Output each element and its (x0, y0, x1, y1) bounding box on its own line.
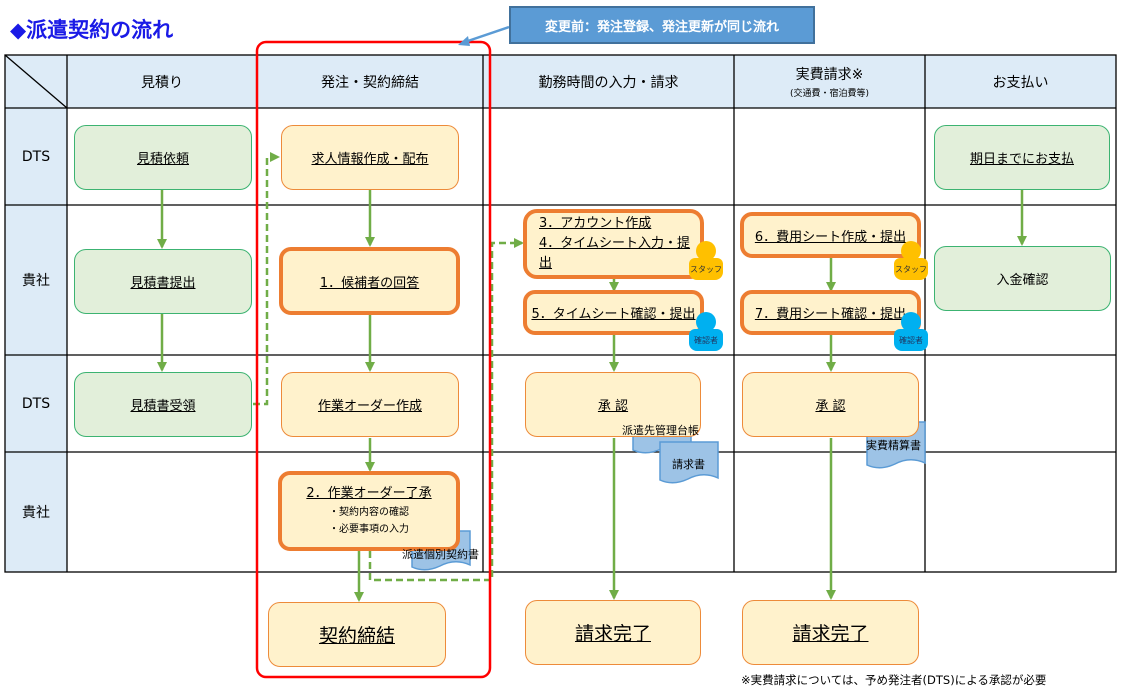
dashed-connectors (253, 152, 524, 582)
box-timesheet-check[interactable]: 5．タイムシート確認・提出 (523, 290, 704, 335)
candidate-reply-label[interactable]: 1．候補者の回答 (319, 275, 420, 291)
box-estimate-receive[interactable]: 見積書受領 (74, 372, 252, 437)
estimate-request-label[interactable]: 見積依頼 (136, 152, 189, 167)
box-contract[interactable]: 契約締結 (268, 602, 446, 667)
header-expense-sub: (交通費・宿泊費等) (789, 89, 870, 99)
order-accept-bullet-1: ・契約内容の確認 (329, 507, 409, 518)
box-estimate-request[interactable]: 見積依頼 (74, 125, 252, 190)
lane-client-2: 貴社 (22, 505, 50, 521)
doc-dispatch-ledger-label: 派遣先管理台帳 (622, 424, 699, 437)
checker-role-label: 確認者 (689, 329, 723, 351)
payment-confirm-label: 入金確認 (996, 273, 1049, 288)
header-order-label: 発注・契約締結 (321, 74, 419, 91)
header-row-bg (5, 55, 1116, 108)
billing-done-work-label[interactable]: 請求完了 (574, 623, 651, 645)
doc-individual-contract-label: 派遣個別契約書 (402, 548, 479, 561)
box-candidate-reply[interactable]: 1．候補者の回答 (279, 247, 460, 315)
doc-invoice (659, 441, 719, 484)
footnote: ※実費請求については、予め発注者(DTS)による承認が必要 (741, 673, 1047, 687)
header-estimate-label: 見積り (141, 74, 183, 91)
header-estimate: 見積り (67, 55, 257, 108)
approve-work-label[interactable]: 承 認 (597, 399, 629, 414)
box-estimate-submit[interactable]: 見積書提出 (74, 249, 252, 314)
staff-role-label-2: スタッフ (894, 258, 928, 280)
lane-dts-2: DTS (21, 395, 51, 412)
estimate-submit-label[interactable]: 見積書提出 (130, 276, 196, 291)
flow-arrows (157, 190, 1027, 602)
lane-dts-1: DTS (21, 148, 51, 165)
pay-by-due-label[interactable]: 期日までにお支払 (969, 152, 1074, 167)
dashed-estimate-to-order (253, 152, 280, 406)
header-work-label: 勤務時間の入力・請求 (538, 74, 679, 91)
box-job-info[interactable]: 求人情報作成・配布 (281, 125, 459, 190)
header-payment: お支払い (925, 55, 1116, 108)
swimlane-grid (4, 54, 1117, 573)
dashed-order-to-work (368, 238, 524, 582)
timesheet-input-label[interactable]: 4．タイムシート入力・提出 (539, 236, 691, 271)
header-work: 勤務時間の入力・請求 (483, 55, 734, 108)
highlight-frame (255, 40, 492, 679)
doc-expense-statement-label: 実費精算書 (866, 439, 921, 452)
callout-pointer (461, 25, 510, 45)
box-pay-by-due[interactable]: 期日までにお支払 (934, 125, 1110, 190)
box-expense-check[interactable]: 7．費用シート確認・提出 (740, 290, 921, 335)
account-label[interactable]: 3．アカウント作成 (539, 216, 652, 231)
estimate-receive-label[interactable]: 見積書受領 (130, 399, 196, 414)
page-title: ◆派遣契約の流れ (10, 18, 174, 42)
box-expense-create[interactable]: 6．費用シート作成・提出 (740, 212, 921, 258)
box-billing-done-work[interactable]: 請求完了 (525, 600, 701, 665)
timesheet-check-label[interactable]: 5．タイムシート確認・提出 (531, 307, 696, 322)
staff-role-label: スタッフ (689, 258, 723, 280)
checker-person-icon: 確認者 (689, 312, 723, 352)
box-work-order[interactable]: 作業オーダー作成 (281, 372, 459, 437)
header-order: 発注・契約締結 (257, 55, 483, 108)
staff-person-icon-2: スタッフ (894, 241, 928, 281)
expense-create-label[interactable]: 6．費用シート作成・提出 (754, 229, 907, 245)
change-callout: 変更前：発注登録、発注更新が同じ流れ (509, 6, 815, 44)
box-order-accept[interactable]: 2．作業オーダー了承 ・契約内容の確認 ・必要事項の入力 (278, 471, 460, 551)
doc-invoice-label: 請求書 (672, 458, 705, 471)
checker-role-label-2: 確認者 (894, 329, 928, 351)
header-expense-label: 実費請求※ (795, 67, 864, 83)
box-approve-work[interactable]: 承 認 (525, 372, 701, 437)
approve-expense-label[interactable]: 承 認 (815, 399, 846, 414)
checker-person-icon-2: 確認者 (894, 312, 928, 352)
lane-client-1: 貴社 (22, 273, 50, 289)
order-accept-bullet-2: ・必要事項の入力 (329, 524, 409, 535)
job-info-label[interactable]: 求人情報作成・配布 (311, 152, 429, 167)
lane-column-bg (5, 108, 67, 572)
billing-done-expense-label[interactable]: 請求完了 (792, 623, 869, 645)
contract-label[interactable]: 契約締結 (318, 625, 395, 647)
work-order-label[interactable]: 作業オーダー作成 (317, 399, 422, 414)
box-billing-done-expense[interactable]: 請求完了 (742, 600, 919, 665)
box-approve-expense[interactable]: 承 認 (742, 372, 919, 437)
expense-check-label[interactable]: 7．費用シート確認・提出 (754, 307, 907, 322)
staff-person-icon: スタッフ (689, 241, 723, 281)
header-expense: 実費請求※ (交通費・宿泊費等) (734, 55, 925, 108)
box-account-timesheet[interactable]: 3．アカウント作成 4．タイムシート入力・提出 (523, 209, 704, 279)
header-payment-label: お支払い (992, 74, 1049, 91)
box-payment-confirm: 入金確認 (934, 246, 1111, 311)
order-accept-label[interactable]: 2．作業オーダー了承 (306, 486, 432, 501)
